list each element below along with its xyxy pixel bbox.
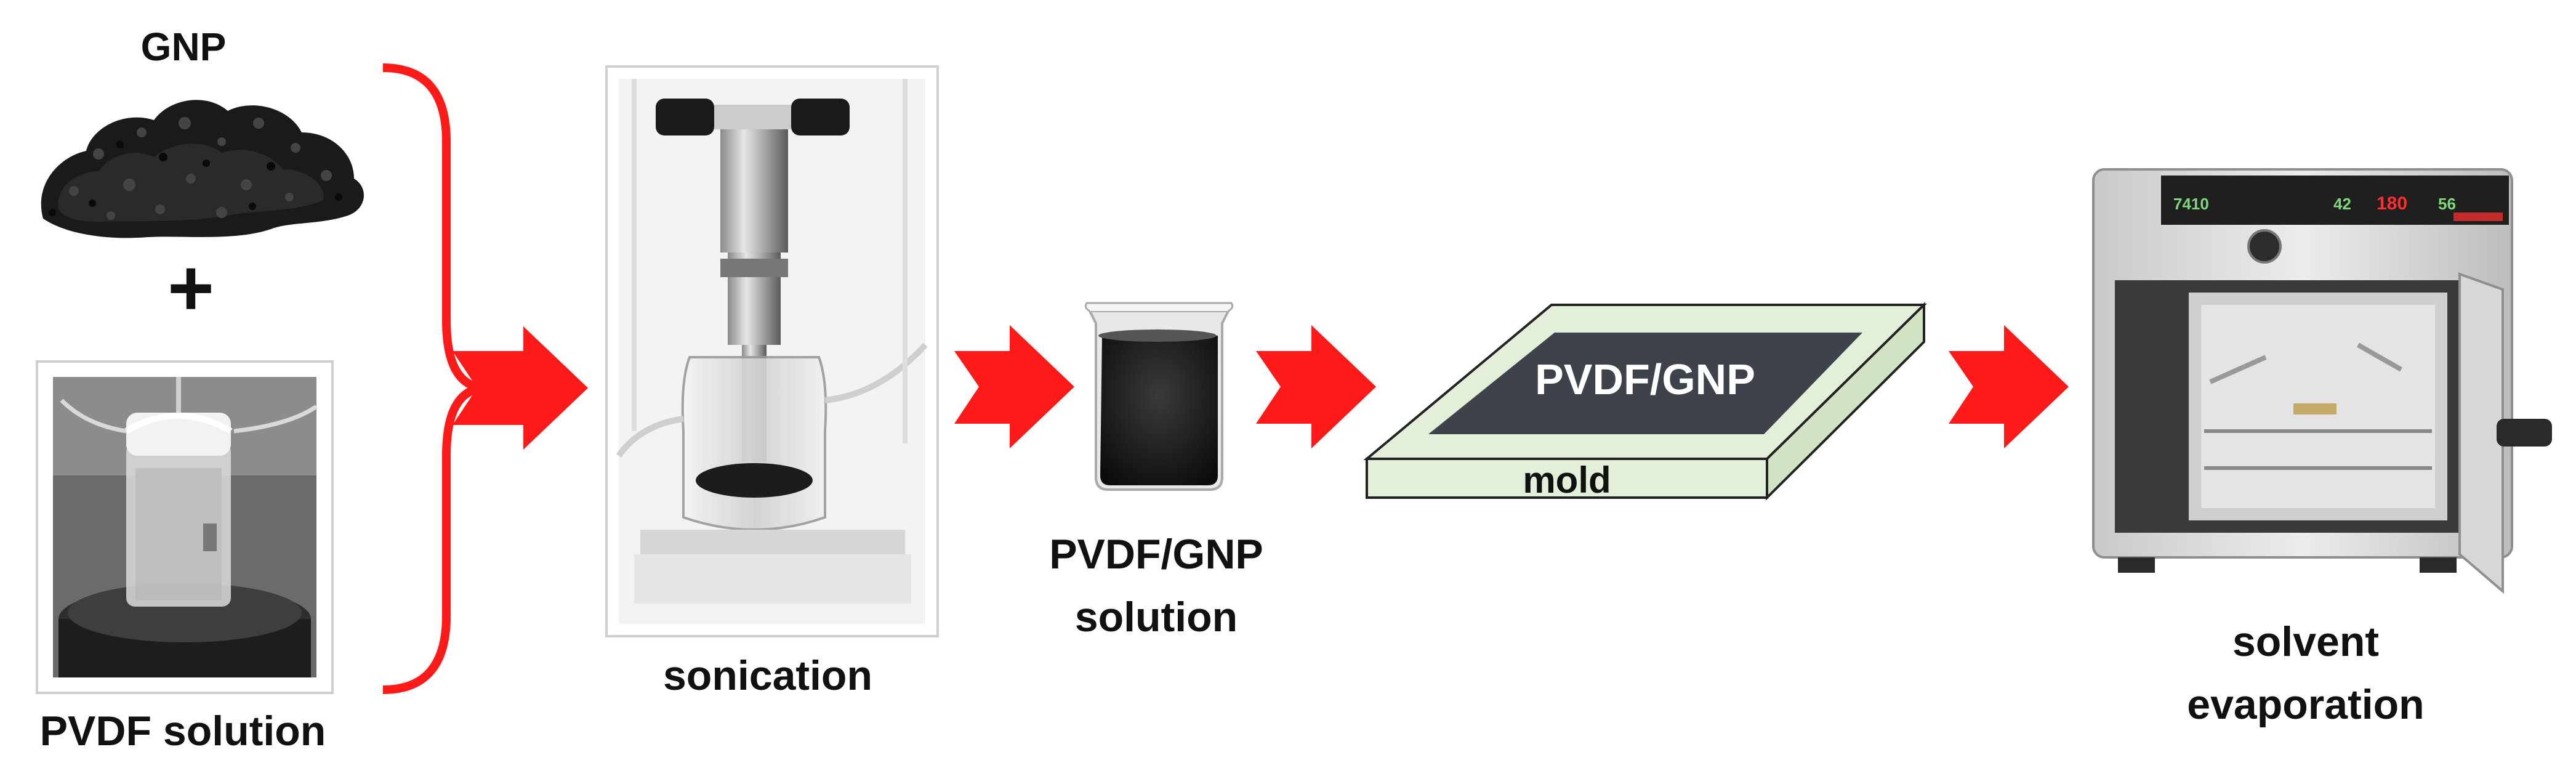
sonication-photo xyxy=(605,65,939,637)
solvent-label-1: solvent xyxy=(2232,618,2379,665)
solvent-label-2: evaporation xyxy=(2187,681,2424,728)
merge-brace xyxy=(382,63,487,694)
arrow-4 xyxy=(1949,325,2069,448)
film-label: PVDF/GNP xyxy=(1535,355,1755,403)
oven-display-red: 180 xyxy=(2377,193,2407,214)
sonication-label: sonication xyxy=(663,652,872,699)
oven-display-left: 7410 xyxy=(2173,195,2209,213)
pvdf-gnp-solution-label-2: solution xyxy=(1075,594,1238,641)
pvdf-solution-photo xyxy=(36,360,334,694)
gnp-label: GNP xyxy=(141,25,227,69)
pvdf-solution-label: PVDF solution xyxy=(40,708,326,754)
beaker-image xyxy=(1084,302,1234,491)
pvdf-gnp-film xyxy=(1428,333,1862,434)
mold-label: mold xyxy=(1523,459,1611,501)
oven-display-right: 56 xyxy=(2438,195,2456,213)
arrow-1 xyxy=(453,326,588,450)
arrow-3 xyxy=(1256,325,1376,448)
pvdf-gnp-solution-label-1: PVDF/GNP xyxy=(1049,531,1263,578)
gnp-powder-image xyxy=(41,100,364,238)
oven-display-mid: 42 xyxy=(2333,195,2351,213)
arrow-2 xyxy=(954,325,1074,448)
oven-image: 7410 42 180 56 xyxy=(2092,168,2552,594)
plus-sign: + xyxy=(167,243,214,333)
mold-schematic xyxy=(1363,302,1927,501)
